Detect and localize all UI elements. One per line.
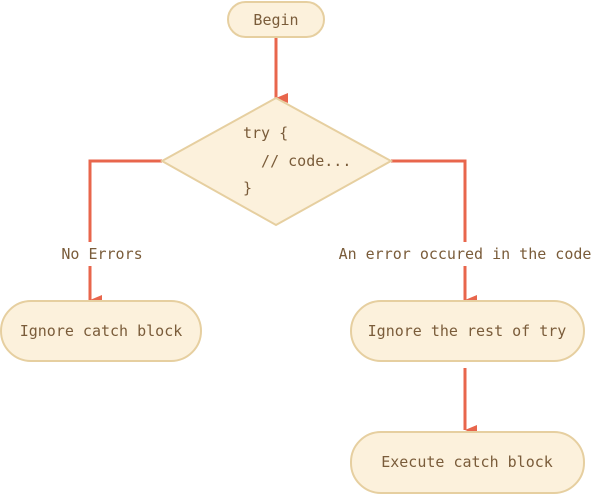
begin-node (227, 1, 325, 38)
edge-label-error-occured: An error occured in the code (339, 245, 592, 263)
begin-node-label: Begin (253, 11, 298, 29)
decision-line-1: try { (243, 124, 288, 142)
ignore-catch-node (0, 300, 202, 362)
decision-line-2: // code... (243, 152, 351, 170)
edge-label-bg-no-errors (54, 242, 150, 266)
try-decision-node (159, 96, 394, 227)
execute-catch-label: Execute catch block (381, 453, 553, 471)
edge-decision-to-ignore-rest (391, 159, 477, 305)
ignore-rest-label: Ignore the rest of try (368, 322, 567, 340)
ignore-rest-node (350, 300, 585, 362)
decision-line-3: } (243, 179, 252, 197)
edge-decision-to-ignore-catch (88, 159, 162, 305)
edge-label-bg-error (328, 242, 600, 266)
execute-catch-node (350, 431, 585, 494)
ignore-catch-label: Ignore catch block (20, 322, 183, 340)
edge-label-no-errors: No Errors (61, 245, 142, 263)
